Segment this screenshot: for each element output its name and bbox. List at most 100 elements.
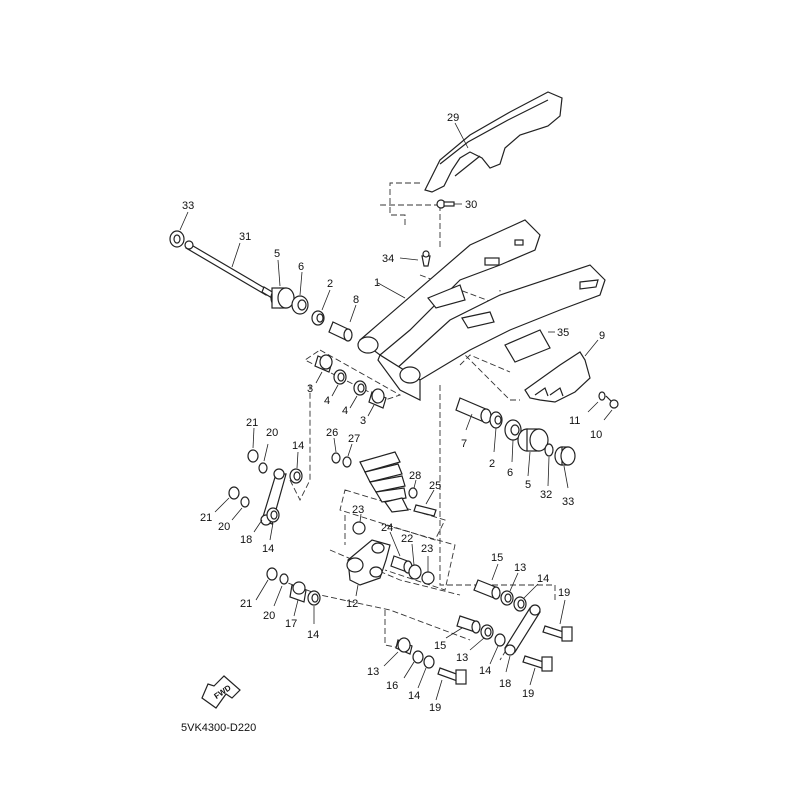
collar-part-15-b [445, 615, 481, 639]
callout-28: 28 [409, 470, 421, 482]
fwd-direction-arrow: FWD [201, 675, 241, 709]
callout-4: 4 [324, 395, 330, 407]
callout-35: 35 [557, 327, 569, 339]
bolt-part-30 [436, 199, 462, 209]
callout-29: 29 [447, 112, 459, 124]
washer-part-20-c [273, 573, 289, 607]
collar-part-3-b [367, 388, 387, 417]
bushing-part-14-f [417, 655, 435, 689]
chain-slider-part-9 [524, 339, 599, 403]
callout-14: 14 [408, 690, 420, 702]
bolt-part-19-a [542, 599, 573, 642]
bushing-part-23-b [421, 556, 435, 585]
callout-33: 33 [182, 200, 194, 212]
callout-19: 19 [522, 688, 534, 700]
washer-part-20-b [231, 496, 250, 521]
label-part-35 [504, 329, 555, 363]
callout-2: 2 [327, 278, 333, 290]
bolt-part-25 [413, 489, 437, 517]
shock-absorber-spring [359, 451, 409, 513]
callout-3: 3 [360, 415, 366, 427]
relay-arm-part-18-a [253, 468, 287, 533]
callout-19: 19 [429, 702, 441, 714]
nut-part-21-c [255, 567, 278, 601]
bolt-part-10 [603, 395, 619, 421]
bolt-part-19-b [522, 655, 553, 686]
callout-7: 7 [461, 438, 467, 450]
callout-24: 24 [381, 522, 393, 534]
washer-part-11 [587, 391, 606, 413]
callout-33: 33 [562, 496, 574, 508]
collar-part-22 [408, 543, 422, 580]
callout-16: 16 [386, 680, 398, 692]
callout-21: 21 [246, 417, 258, 429]
washer-part-20-a [258, 443, 269, 474]
oil-seal-part-6-right [504, 419, 522, 463]
callout-11: 11 [569, 415, 580, 427]
nut-part-26 [331, 437, 341, 464]
collar-part-17 [289, 581, 307, 617]
callout-14: 14 [537, 573, 549, 585]
callout-18: 18 [240, 534, 252, 546]
callout-20: 20 [218, 521, 230, 533]
callout-5: 5 [274, 248, 280, 260]
relay-arm-part-18-b [504, 604, 541, 673]
chain-guard-part-29 [424, 91, 563, 193]
callout-21: 21 [200, 512, 212, 524]
callout-26: 26 [326, 427, 338, 439]
callout-20: 20 [263, 610, 275, 622]
callout-15: 15 [434, 640, 446, 652]
washer-part-32 [544, 443, 554, 487]
callout-32: 32 [540, 489, 552, 501]
cap-part-33-right [554, 446, 576, 489]
callout-13: 13 [456, 652, 468, 664]
callout-14: 14 [262, 543, 274, 555]
seal-part-16 [403, 650, 424, 679]
oil-seal-part-6-left [291, 271, 309, 315]
callout-4: 4 [342, 405, 348, 417]
callout-5: 5 [525, 479, 531, 491]
callout-6: 6 [298, 261, 304, 273]
callout-15: 15 [491, 552, 503, 564]
callout-13: 13 [367, 666, 379, 678]
callout-25: 25 [429, 480, 441, 492]
callout-10: 10 [590, 429, 602, 441]
shaft-part-7 [455, 397, 492, 431]
bushing-part-13-c [383, 637, 413, 667]
callout-8: 8 [353, 294, 359, 306]
bushing-part-14-d [307, 590, 321, 624]
callout-2: 2 [489, 458, 495, 470]
bushing-part-13-b [469, 624, 494, 651]
callout-31: 31 [239, 231, 251, 243]
callout-1: 1 [374, 277, 380, 289]
seal-part-14-e [489, 633, 506, 665]
bearing-part-4-b [349, 380, 367, 409]
bushing-part-13-a [500, 572, 519, 606]
callout-17: 17 [285, 618, 297, 630]
callout-30: 30 [465, 199, 477, 211]
washer-part-27 [342, 443, 353, 468]
callout-20: 20 [266, 427, 278, 439]
bushing-part-23-a [352, 513, 366, 535]
bushing-part-14-a [289, 451, 303, 484]
swingarm-part-1 [357, 219, 606, 401]
callout-14: 14 [292, 440, 304, 452]
seal-part-14-c [513, 583, 539, 612]
callout-14: 14 [479, 665, 491, 677]
collar-part-3-a [314, 354, 333, 384]
callout-labels: 29 30 33 31 5 6 2 8 1 34 35 9 3 4 4 3 11… [182, 112, 605, 714]
nut-part-21-b [214, 486, 240, 513]
bearing-part-2-right [489, 411, 503, 453]
bolt-part-19-c [435, 667, 467, 701]
callout-9: 9 [599, 330, 605, 342]
bearing-part-4-a [331, 369, 347, 397]
fitting-part-34 [399, 250, 431, 267]
callout-6: 6 [507, 467, 513, 479]
callout-23: 23 [352, 504, 364, 516]
pivot-collar-part-5-left [270, 259, 295, 309]
collar-part-15-a [473, 563, 501, 600]
callout-3: 3 [307, 383, 313, 395]
callout-23: 23 [421, 543, 433, 555]
callout-22: 22 [401, 533, 413, 545]
